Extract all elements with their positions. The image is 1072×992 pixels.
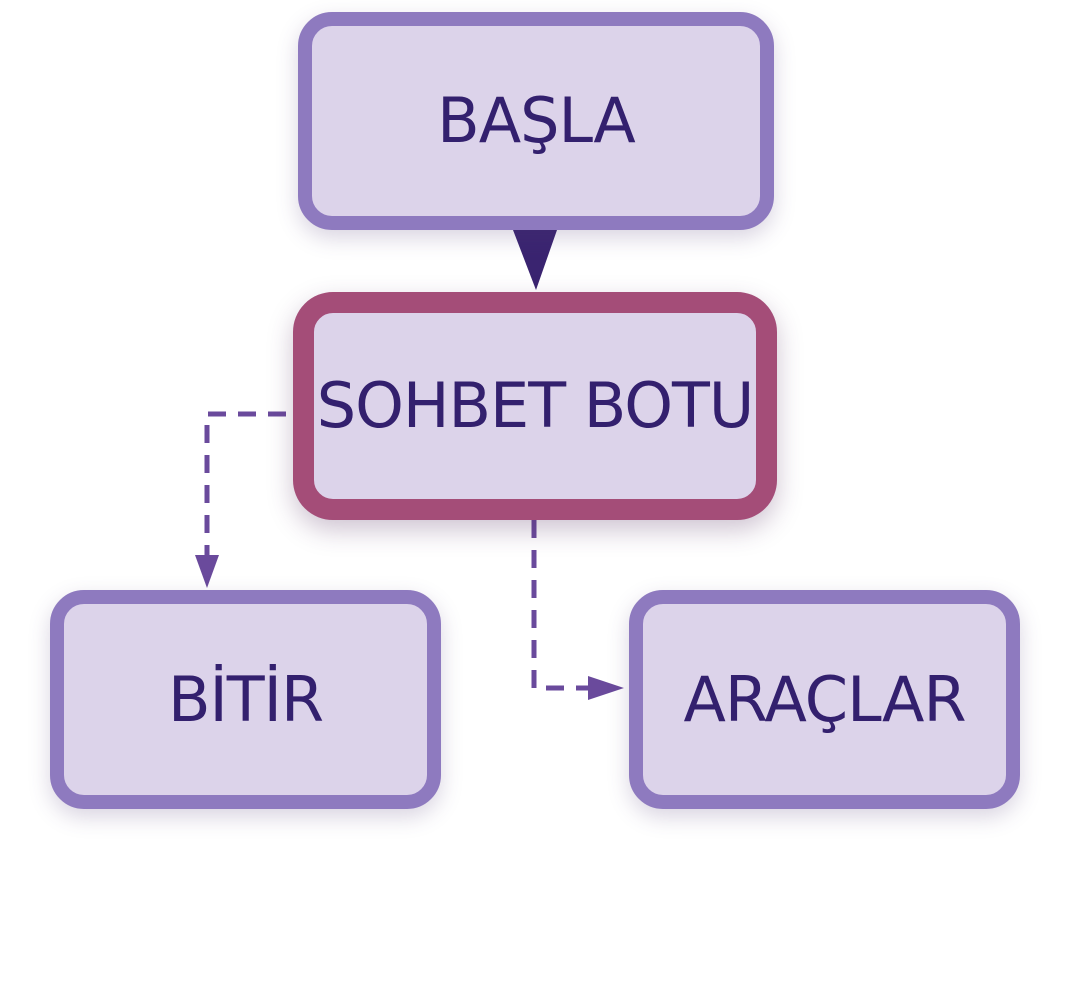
node-tools: ARAÇLAR	[629, 590, 1020, 809]
node-start-label: BAŞLA	[437, 84, 636, 157]
edge-chatbot-to-end-arrowhead	[195, 555, 219, 588]
node-tools-label: ARAÇLAR	[683, 662, 966, 736]
node-end: BİTİR	[50, 590, 441, 809]
node-end-label: BİTİR	[167, 662, 324, 736]
node-start: BAŞLA	[298, 12, 774, 230]
node-chatbot: SOHBET BOTU	[293, 292, 777, 520]
edge-start-to-chatbot-arrow	[513, 230, 557, 290]
edge-chatbot-to-tools-arrowhead	[588, 676, 624, 700]
node-chatbot-label: SOHBET BOTU	[316, 369, 755, 442]
edge-chatbot-to-end	[204, 411, 286, 560]
edge-chatbot-to-tools	[531, 520, 590, 691]
